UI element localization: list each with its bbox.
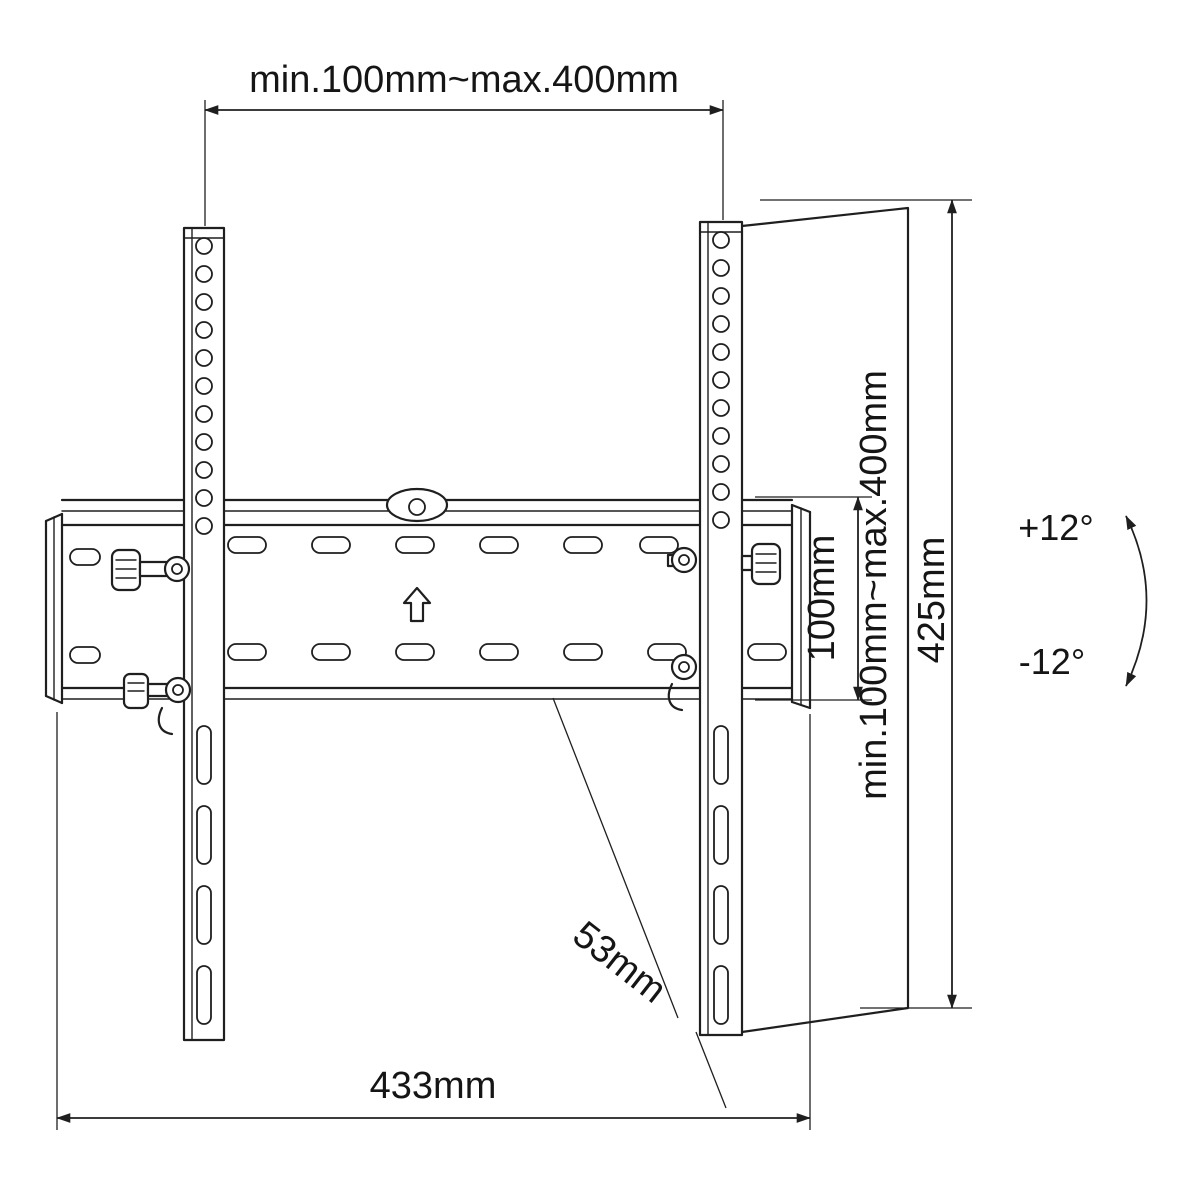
left-rail (182, 226, 226, 1042)
dim-plate-height-label: 100mm (801, 535, 843, 662)
right-rail-holes (712, 231, 730, 529)
tilt-arc-arrow (1125, 515, 1148, 687)
plate-slot-row-top (227, 536, 679, 554)
dimension-annotations: min.100mm~max.400mm 100mm min.100mm~max.… (56, 59, 1148, 1130)
dim-top-vesa-width-label: min.100mm~max.400mm (249, 59, 679, 101)
right-side-knob (740, 542, 782, 586)
up-arrow-icon (402, 586, 432, 623)
dim-total-height-label: 425mm (911, 537, 953, 664)
left-bottom-knob (122, 672, 192, 736)
left-rail-holes (195, 237, 213, 535)
right-rail (698, 220, 744, 1037)
mounting-hardware (110, 542, 782, 736)
right-bottom-bolt (667, 653, 698, 712)
right-rail-slots (713, 725, 729, 1025)
dim-right-vesa-height-label: min.100mm~max.400mm (853, 370, 895, 800)
left-top-knob (110, 548, 191, 592)
tilted-bracket-panel (740, 206, 910, 1034)
dim-total-width-label: 433mm (370, 1065, 497, 1107)
tilt-up-label: +12° (1018, 507, 1093, 548)
right-top-bolt (666, 546, 698, 574)
plate-slot (69, 548, 101, 566)
left-rail-slots (196, 725, 212, 1025)
wall-plate (44, 487, 812, 710)
plate-slot (69, 646, 101, 664)
keyhole-tab (385, 487, 449, 523)
safety-hook (667, 682, 684, 712)
tilt-down-label: -12° (1019, 641, 1085, 682)
safety-hook (157, 706, 174, 736)
plate-slot-row-bottom (227, 643, 787, 661)
dim-depth-label: 53mm (565, 913, 674, 1011)
